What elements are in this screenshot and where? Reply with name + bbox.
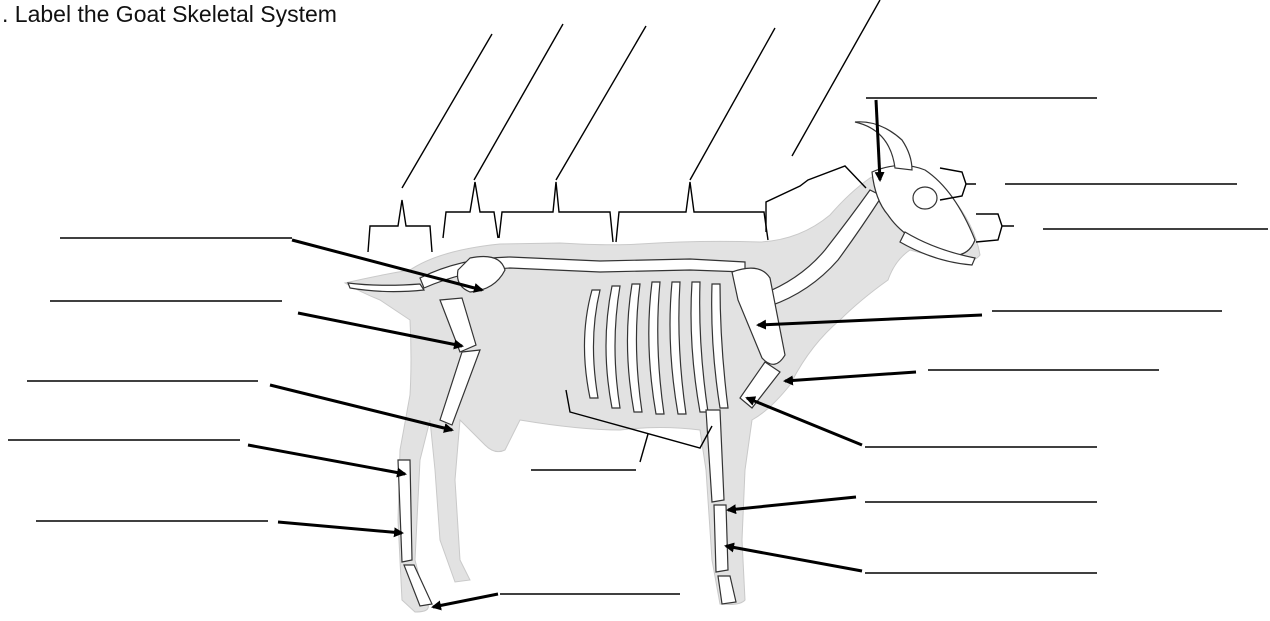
arrow-tibia xyxy=(248,445,405,474)
bracket-thoracic-region xyxy=(616,182,768,242)
goat-body-silhouette xyxy=(345,170,980,612)
bracket-tail-region xyxy=(368,200,432,252)
arrow-knee-front xyxy=(728,497,856,510)
leader-line-lumbar xyxy=(556,26,646,180)
arrow-hoof xyxy=(433,594,498,607)
leader-line-sacral xyxy=(474,24,563,180)
arrow-cannon-front xyxy=(726,546,862,571)
bracket-lumbar-region xyxy=(499,182,613,242)
leader-line-tail xyxy=(402,34,492,188)
bracket-mandible xyxy=(976,214,1014,242)
bracket-sacral-region xyxy=(443,182,498,238)
arrow-humerus xyxy=(747,398,862,445)
arrow-shoulder xyxy=(785,372,916,381)
arrow-cannon-hind xyxy=(278,522,402,533)
leader-line-cervical xyxy=(792,0,880,156)
arrow-skull xyxy=(876,100,880,180)
leader-line-thoracic xyxy=(690,28,775,180)
leader-line-rib-cage xyxy=(640,434,648,462)
